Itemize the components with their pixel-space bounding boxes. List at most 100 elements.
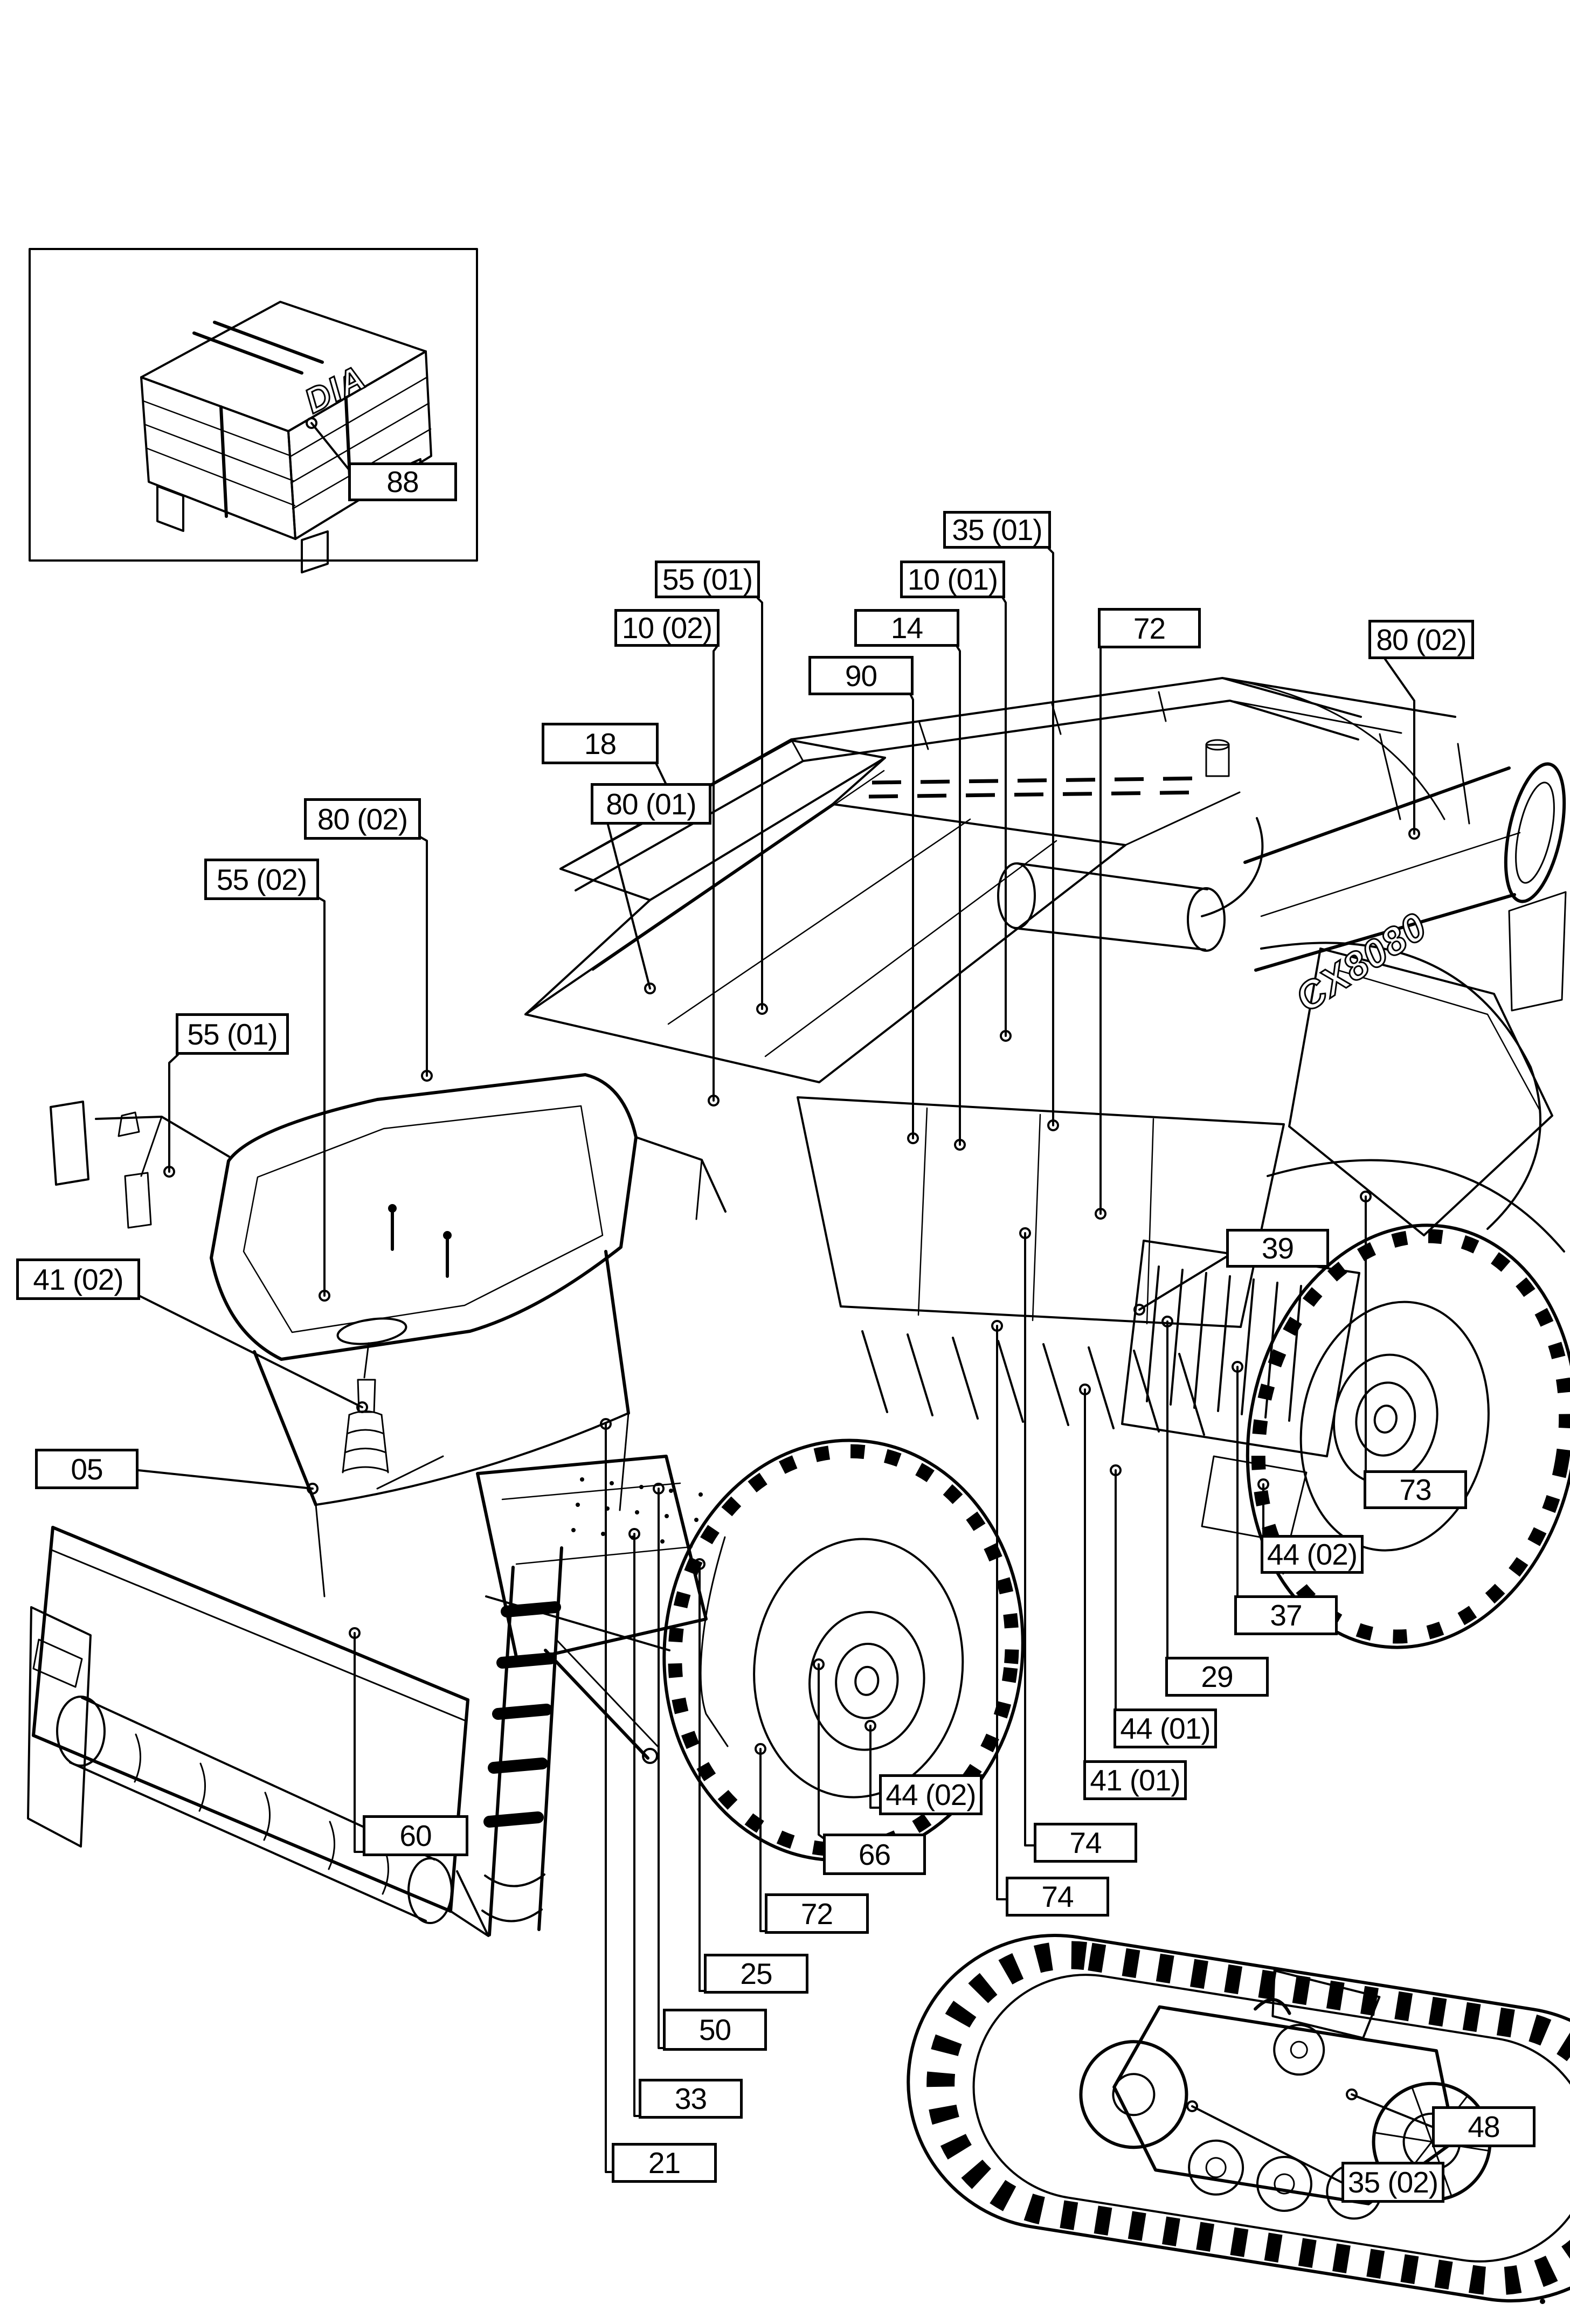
leader-line-66 <box>818 1663 824 1839</box>
leader-dot-10-02 <box>708 1095 720 1106</box>
callout-55-02: 55 (02) <box>204 859 319 900</box>
leader-line-41-02 <box>139 1295 363 1408</box>
leader-dot-35-01 <box>1047 1119 1059 1131</box>
callout-55-01-top: 55 (01) <box>655 561 760 598</box>
leader-line-21 <box>605 1423 613 2173</box>
callout-10-02: 10 (02) <box>614 609 720 647</box>
callout-25: 25 <box>704 1954 808 1994</box>
leader-dot-44-01 <box>1110 1464 1122 1476</box>
leader-line-48 <box>1351 2093 1433 2128</box>
callout-44-01: 44 (01) <box>1113 1709 1217 1748</box>
leader-dot-74-upper <box>1019 1227 1031 1239</box>
callout-73: 73 <box>1364 1470 1467 1509</box>
callout-80-02-right: 80 (02) <box>1368 620 1474 659</box>
leader-line-25 <box>698 1563 705 1992</box>
callout-05: 05 <box>35 1449 139 1489</box>
leader-line-39 <box>1138 1256 1227 1311</box>
leader-line-60 <box>354 1632 364 1853</box>
leader-dot-90 <box>907 1132 919 1144</box>
callout-35-01: 35 (01) <box>943 511 1051 549</box>
callout-41-02: 41 (02) <box>16 1258 140 1300</box>
leader-dot-66 <box>813 1658 825 1670</box>
callout-55-01-left: 55 (01) <box>176 1013 289 1055</box>
callout-21: 21 <box>612 2143 717 2183</box>
leader-line-44-02-mid <box>869 1725 880 1809</box>
leader-dot-25 <box>694 1558 706 1570</box>
callout-88: 88 <box>348 462 457 501</box>
callout-72-top: 72 <box>1098 608 1201 648</box>
leader-dot-48 <box>1346 2088 1358 2100</box>
leader-dot-55-02 <box>319 1290 330 1302</box>
leader-dot-73 <box>1360 1191 1372 1202</box>
callout-39: 39 <box>1226 1229 1329 1268</box>
leader-dot-88 <box>306 417 317 429</box>
callout-14: 14 <box>854 609 959 647</box>
leader-line-50 <box>658 1488 664 2049</box>
callout-35-02: 35 (02) <box>1341 2162 1444 2203</box>
model-marking-text: CX8080 <box>1288 904 1435 1020</box>
leader-line-05 <box>137 1469 314 1490</box>
callout-44-02-right: 44 (02) <box>1261 1535 1364 1574</box>
leader-dot-44-02-mid <box>864 1720 876 1732</box>
leader-line-55-01-left <box>168 1054 179 1173</box>
callout-74-upper: 74 <box>1034 1823 1137 1863</box>
leader-line-80-01 <box>607 824 651 990</box>
crate-inset-illustration: DIA <box>29 248 478 573</box>
leader-line-35-01 <box>1048 548 1054 1126</box>
callout-41-01: 41 (01) <box>1083 1760 1187 1800</box>
callout-66: 66 <box>823 1834 926 1875</box>
leader-line-74-lower <box>996 1325 1007 1900</box>
leader-line-80-02-left <box>418 835 428 1077</box>
leader-dot-41-01 <box>1079 1384 1091 1395</box>
leader-line-55-01-top <box>757 597 763 1010</box>
leader-dot-35-02 <box>1186 2100 1198 2112</box>
leader-lines-layer <box>137 417 1433 2183</box>
crate-marking-text: DIA <box>299 358 372 421</box>
leader-dot-10-01 <box>1000 1030 1012 1042</box>
callout-80-01: 80 (01) <box>591 783 711 825</box>
callout-60: 60 <box>363 1815 468 1856</box>
leader-dot-21 <box>600 1418 612 1430</box>
leader-dot-50 <box>653 1483 665 1495</box>
leader-dot-41-02 <box>356 1401 368 1413</box>
leader-line-10-02 <box>713 646 718 1102</box>
leader-line-80-02-right <box>1384 658 1415 835</box>
callout-74-lower: 74 <box>1006 1877 1109 1917</box>
leader-dot-44-02-right <box>1257 1478 1269 1490</box>
callout-33: 33 <box>639 2079 743 2119</box>
callout-50: 50 <box>663 2009 767 2051</box>
stray-dot <box>1540 2299 1545 2304</box>
leader-dot-74-lower <box>991 1320 1003 1332</box>
leader-line-72-bottom <box>759 1748 766 1932</box>
callout-18: 18 <box>542 723 659 764</box>
leader-dot-55-01-top <box>756 1003 768 1015</box>
leader-dot-80-01 <box>644 983 656 994</box>
leader-line-88 <box>310 422 350 471</box>
leader-line-74-upper <box>1024 1232 1035 1846</box>
callout-44-02-mid: 44 (02) <box>879 1774 983 1815</box>
leader-line-10-01 <box>1002 597 1007 1037</box>
leader-line-14 <box>956 646 961 1146</box>
callout-80-02-left: 80 (02) <box>304 798 421 840</box>
leader-dot-72-bottom <box>755 1743 766 1755</box>
callout-48: 48 <box>1432 2106 1536 2147</box>
callout-72-bottom: 72 <box>765 1893 869 1934</box>
leader-line-35-02 <box>1191 2105 1343 2183</box>
leader-line-33 <box>633 1533 640 2117</box>
callout-37: 37 <box>1234 1595 1338 1635</box>
leader-dot-55-01-left <box>163 1166 175 1178</box>
leader-dot-80-02-right <box>1408 828 1420 840</box>
leader-dot-37 <box>1232 1361 1243 1373</box>
leader-dot-80-02-left <box>421 1070 433 1082</box>
leader-dot-60 <box>349 1627 361 1639</box>
leader-dot-33 <box>628 1528 640 1540</box>
leader-dot-05 <box>307 1483 319 1495</box>
callout-10-01: 10 (01) <box>900 561 1005 598</box>
leader-dot-29 <box>1161 1316 1173 1327</box>
leader-line-55-02 <box>316 896 326 1297</box>
leader-dot-39 <box>1133 1304 1145 1316</box>
leader-dot-72-top <box>1095 1208 1106 1220</box>
callout-90: 90 <box>808 656 914 695</box>
